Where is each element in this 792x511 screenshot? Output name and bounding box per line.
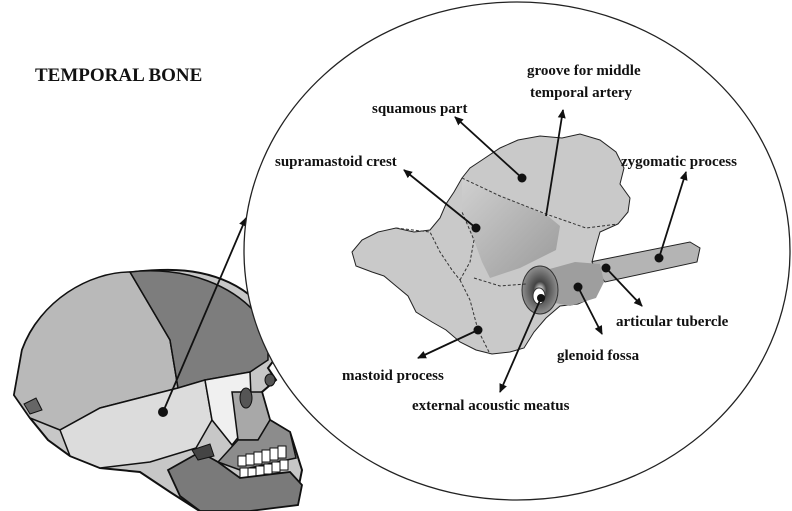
- label-squamous-part: squamous part: [372, 101, 467, 117]
- label-groove-line2: temporal artery: [530, 85, 633, 101]
- label-glenoid-fossa: glenoid fossa: [557, 348, 640, 364]
- label-articular-tubercle: articular tubercle: [616, 314, 729, 330]
- label-supramastoid-crest: supramastoid crest: [275, 154, 397, 170]
- label-groove-line1: groove for middle: [527, 63, 641, 79]
- skull-nasal: [265, 374, 275, 386]
- label-mastoid-process: mastoid process: [342, 368, 444, 384]
- diagram-title: TEMPORAL BONE: [35, 65, 202, 86]
- skull-orbit: [240, 388, 252, 408]
- label-external-acoustic-meatus: external acoustic meatus: [412, 398, 570, 414]
- label-zygomatic-process: zygomatic process: [621, 154, 737, 170]
